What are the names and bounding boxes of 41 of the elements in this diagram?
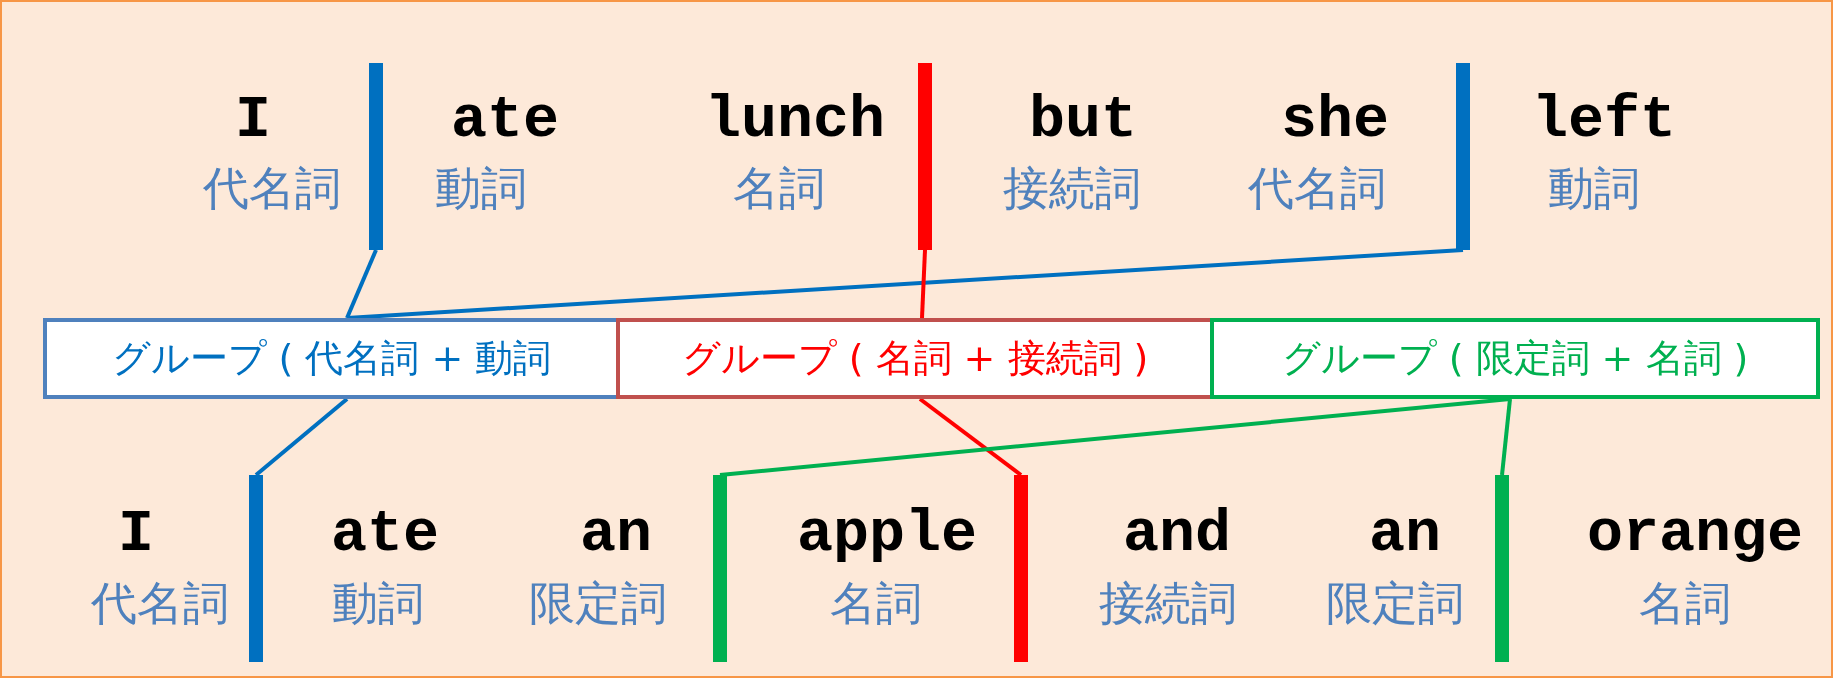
connector-line [1500, 398, 1512, 476]
part-of-speech: 代名詞 [1248, 160, 1386, 217]
vertical-bar [369, 63, 383, 250]
connector-line [719, 397, 1511, 477]
part-of-speech: 限定詞 [1326, 575, 1464, 632]
part-of-speech: 動詞 [1548, 160, 1640, 217]
part-of-speech: 名詞 [733, 160, 825, 217]
vertical-bar [1014, 475, 1028, 662]
vertical-bar [249, 475, 263, 662]
part-of-speech: 名詞 [1639, 575, 1731, 632]
vertical-bar [918, 63, 932, 250]
part-of-speech: 名詞 [830, 575, 922, 632]
word: orange [1587, 500, 1803, 568]
vertical-bar [1495, 475, 1509, 662]
part-of-speech: 接続詞 [1003, 160, 1141, 217]
word: I [235, 86, 271, 154]
word: she [1281, 86, 1389, 154]
vertical-bar [1456, 63, 1470, 250]
part-of-speech: 動詞 [332, 575, 424, 632]
part-of-speech: 代名詞 [203, 160, 341, 217]
part-of-speech: 動詞 [435, 160, 527, 217]
vertical-bar [713, 475, 727, 662]
connector-line [920, 249, 927, 319]
word: an [580, 500, 652, 568]
connector-line [345, 249, 378, 319]
part-of-speech: 代名詞 [91, 575, 229, 632]
word: an [1369, 500, 1441, 568]
connector-line [918, 397, 1023, 477]
word: but [1029, 86, 1137, 154]
connector-line [254, 397, 349, 477]
group-box: グループ ( 限定詞 + 名詞 ) [1210, 318, 1820, 399]
word: I [118, 500, 154, 568]
word: and [1123, 500, 1231, 568]
word: ate [451, 86, 559, 154]
word: lunch [705, 86, 885, 154]
word: apple [797, 500, 977, 568]
connector-line [346, 248, 1464, 320]
word: ate [331, 500, 439, 568]
part-of-speech: 接続詞 [1099, 575, 1237, 632]
part-of-speech: 限定詞 [529, 575, 667, 632]
word: left [1532, 86, 1676, 154]
